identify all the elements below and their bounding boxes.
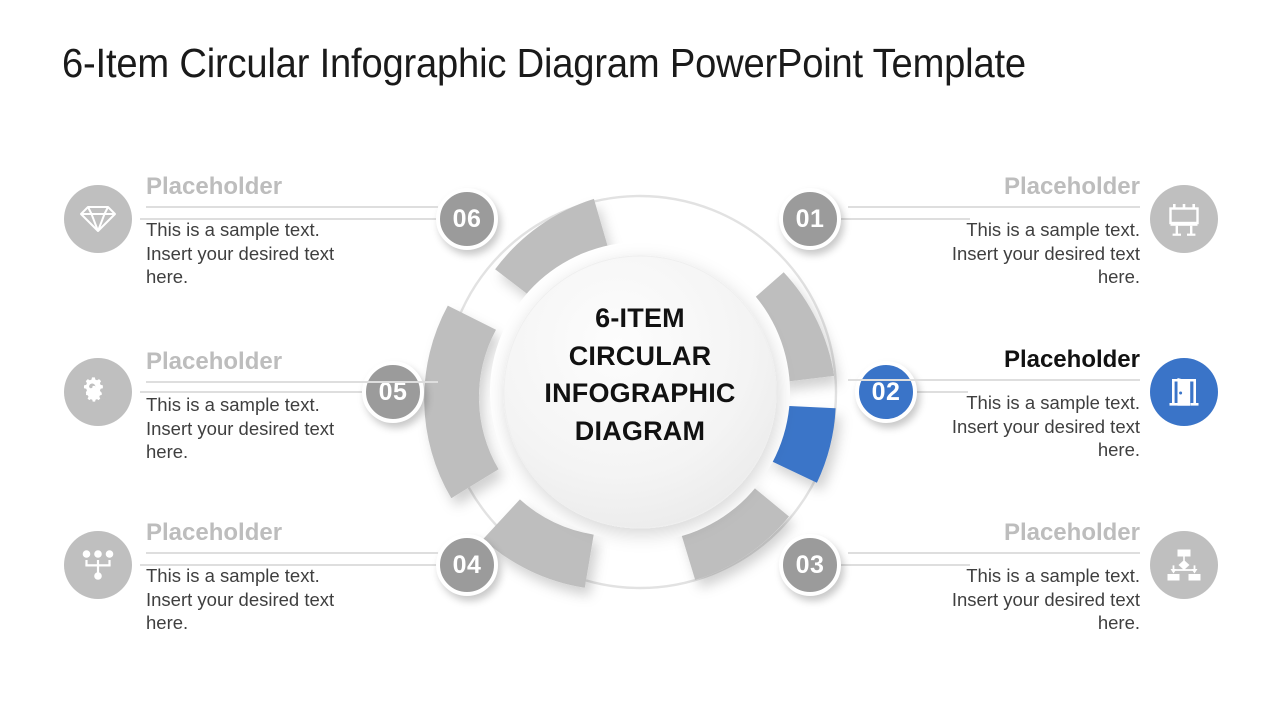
- connector-line-01: [840, 218, 970, 220]
- segment-01[interactable]: [743, 272, 835, 383]
- connector-line-02: [916, 391, 968, 393]
- item-rule-01: [848, 206, 1140, 209]
- item-heading-05: Placeholder: [146, 348, 283, 375]
- item-body-04: This is a sample text. Insert your desir…: [146, 565, 335, 633]
- item-body-05: This is a sample text. Insert your desir…: [146, 394, 335, 462]
- item-rule-03: [848, 552, 1140, 555]
- item-heading-03: Placeholder: [1003, 519, 1140, 546]
- item-body-01: This is a sample text. Insert your desir…: [951, 219, 1140, 287]
- item-heading-02: Placeholder: [1003, 346, 1140, 373]
- center-core-circle: [503, 255, 777, 529]
- open-door-icon-glyph: [1169, 378, 1199, 406]
- step-badge-03[interactable]: 03: [779, 534, 841, 596]
- diamond-gem-icon-glyph: [80, 206, 116, 232]
- billboard-icon[interactable]: [1150, 185, 1218, 253]
- center-title-line-2: CIRCULAR: [568, 340, 712, 371]
- connector-line-05: [140, 391, 362, 393]
- item-heading-06: Placeholder: [146, 173, 283, 200]
- item-block-05[interactable]: Placeholder This is a sample text. Inser…: [146, 348, 438, 463]
- center-title: 6-ITEM CIRCULAR INFOGRAPHIC DIAGRAM: [490, 300, 790, 450]
- ring-graphic: [424, 194, 838, 590]
- step-badge-06[interactable]: 06: [436, 188, 498, 250]
- connector-line-03: [840, 564, 970, 566]
- segment-group: [424, 198, 836, 588]
- item-block-01[interactable]: Placeholder This is a sample text. Inser…: [848, 173, 1140, 288]
- open-door-icon[interactable]: [1150, 358, 1218, 426]
- segment-04[interactable]: [483, 499, 594, 588]
- item-rule-06: [146, 206, 438, 209]
- network-nodes-icon-glyph: [82, 550, 114, 580]
- item-body-02: This is a sample text. Insert your desir…: [951, 392, 1140, 460]
- item-rule-02: [848, 379, 1140, 382]
- item-body-06: This is a sample text. Insert your desir…: [146, 219, 335, 287]
- network-nodes-icon[interactable]: [64, 531, 132, 599]
- segment-06[interactable]: [495, 198, 609, 302]
- connector-line-04: [140, 564, 498, 566]
- item-block-04[interactable]: Placeholder This is a sample text. Inser…: [146, 519, 438, 634]
- center-title-line-4: DIAGRAM: [574, 415, 706, 446]
- gears-icon[interactable]: [64, 358, 132, 426]
- item-block-06[interactable]: Placeholder This is a sample text. Inser…: [146, 173, 438, 288]
- connector-line-06: [140, 218, 498, 220]
- item-rule-04: [146, 552, 438, 555]
- step-badge-01[interactable]: 01: [779, 188, 841, 250]
- item-block-03[interactable]: Placeholder This is a sample text. Inser…: [848, 519, 1140, 634]
- segment-03[interactable]: [679, 482, 790, 580]
- page-title: 6-Item Circular Infographic Diagram Powe…: [62, 40, 1026, 86]
- item-body-03: This is a sample text. Insert your desir…: [951, 565, 1140, 633]
- flowchart-icon[interactable]: [1150, 531, 1218, 599]
- item-heading-01: Placeholder: [1003, 173, 1140, 200]
- billboard-icon-glyph: [1169, 204, 1199, 236]
- item-block-02[interactable]: Placeholder This is a sample text. Inser…: [848, 346, 1140, 461]
- item-heading-04: Placeholder: [146, 519, 283, 546]
- center-title-line-1: 6-ITEM: [595, 303, 685, 333]
- diamond-gem-icon[interactable]: [64, 185, 132, 253]
- step-badge-02[interactable]: 02: [855, 361, 917, 423]
- gears-icon-glyph: [83, 377, 106, 402]
- flowchart-icon-glyph: [1167, 549, 1201, 581]
- item-rule-05: [146, 381, 438, 384]
- segment-05[interactable]: [424, 305, 499, 499]
- step-badge-04[interactable]: 04: [436, 534, 498, 596]
- center-title-line-3: INFOGRAPHIC: [544, 378, 736, 409]
